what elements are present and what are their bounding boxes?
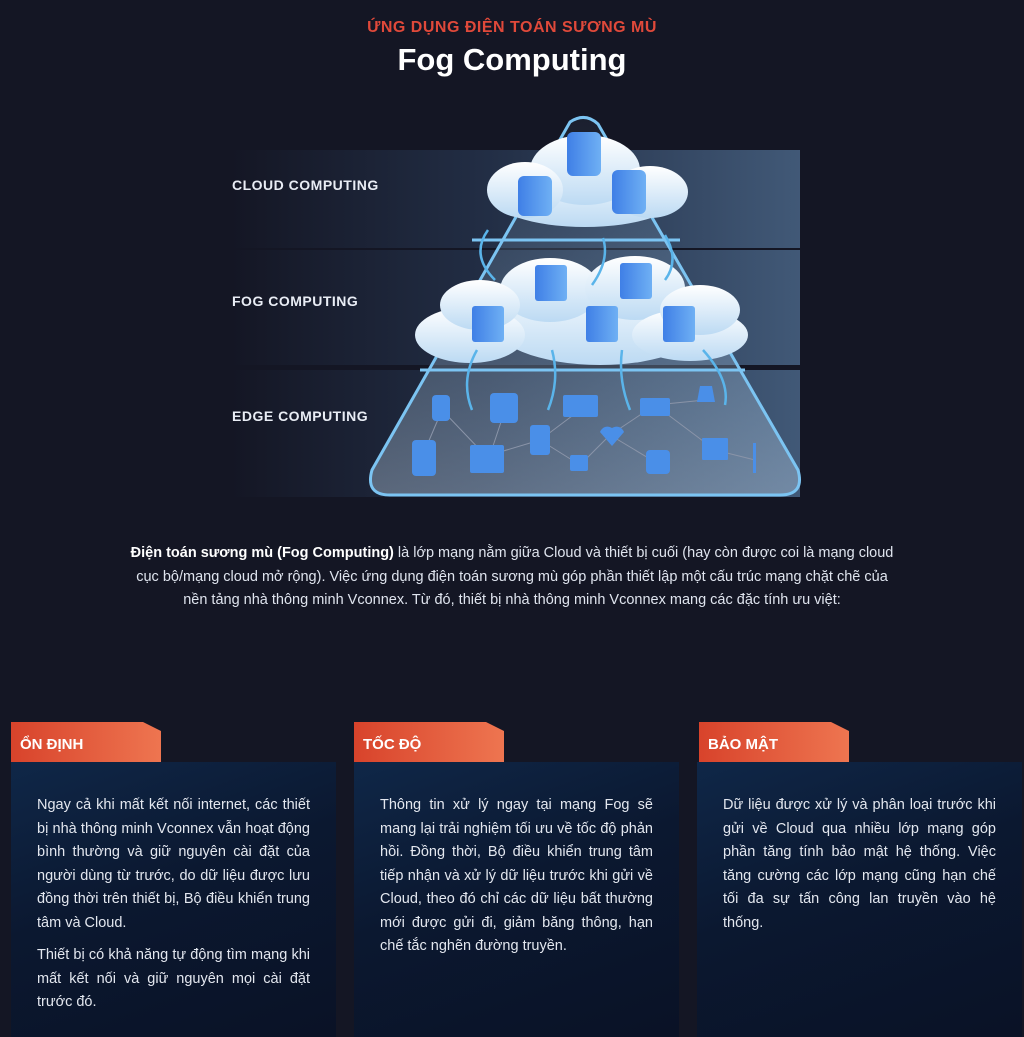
sync-arrows	[465, 229, 727, 411]
layer-label-cloud: CLOUD COMPUTING	[232, 177, 379, 193]
database-icon	[518, 132, 646, 216]
page-title: Fog Computing	[397, 42, 627, 77]
feature-card-security: Dữ liệu được xử lý và phân loại trước kh…	[697, 762, 1022, 1037]
power-pole-icon	[753, 443, 756, 473]
feature-text: Ngay cả khi mất kết nối internet, các th…	[37, 797, 310, 931]
device-links	[424, 399, 756, 466]
fog-cloud-icon	[415, 256, 748, 365]
robot-icon	[646, 450, 670, 474]
feature-card-speed: Thông tin xử lý ngay tại mạng Fog sẽ man…	[354, 762, 679, 1037]
store-icon	[702, 438, 728, 460]
fog-computing-diagram	[369, 116, 801, 497]
server-icon	[472, 263, 695, 342]
smartwatch-icon	[432, 395, 450, 421]
tablet-icon	[490, 393, 518, 423]
intro-text: là lớp mạng nằm giữa Cloud và thiết bị c…	[136, 545, 894, 608]
intro-paragraph: Điện toán sương mù (Fog Computing) là lớ…	[130, 542, 894, 613]
lamp-icon	[697, 386, 715, 402]
intro-bold: Điện toán sương mù (Fog Computing)	[130, 545, 394, 561]
feature-tab-security: BẢO MẬT	[699, 722, 849, 763]
feature-card-stability: Ngay cả khi mất kết nối internet, các th…	[11, 762, 336, 1037]
monitor-icon	[563, 395, 598, 417]
speaker-icon	[412, 440, 436, 476]
card-reader-icon	[640, 398, 670, 416]
feature-text: Dữ liệu được xử lý và phân loại trước kh…	[723, 797, 996, 931]
circuit-board-icon	[470, 445, 504, 473]
feature-text: Thiết bị có khả năng tự động tìm mạng kh…	[37, 947, 310, 1010]
smartphone-icon	[530, 425, 550, 455]
heart-rate-icon	[600, 426, 624, 446]
edge-device-icons	[412, 386, 756, 476]
feature-tab-stability: ỔN ĐỊNH	[11, 722, 161, 763]
layer-label-edge: EDGE COMPUTING	[232, 408, 369, 424]
feature-tab-speed: TỐC ĐỘ	[354, 722, 504, 763]
faucet-icon	[570, 455, 588, 471]
feature-text: Thông tin xử lý ngay tại mạng Fog sẽ man…	[380, 797, 653, 954]
section-eyebrow: ỨNG DỤNG ĐIỆN TOÁN SƯƠNG MÙ	[367, 19, 657, 36]
layer-label-fog: FOG COMPUTING	[232, 293, 359, 309]
